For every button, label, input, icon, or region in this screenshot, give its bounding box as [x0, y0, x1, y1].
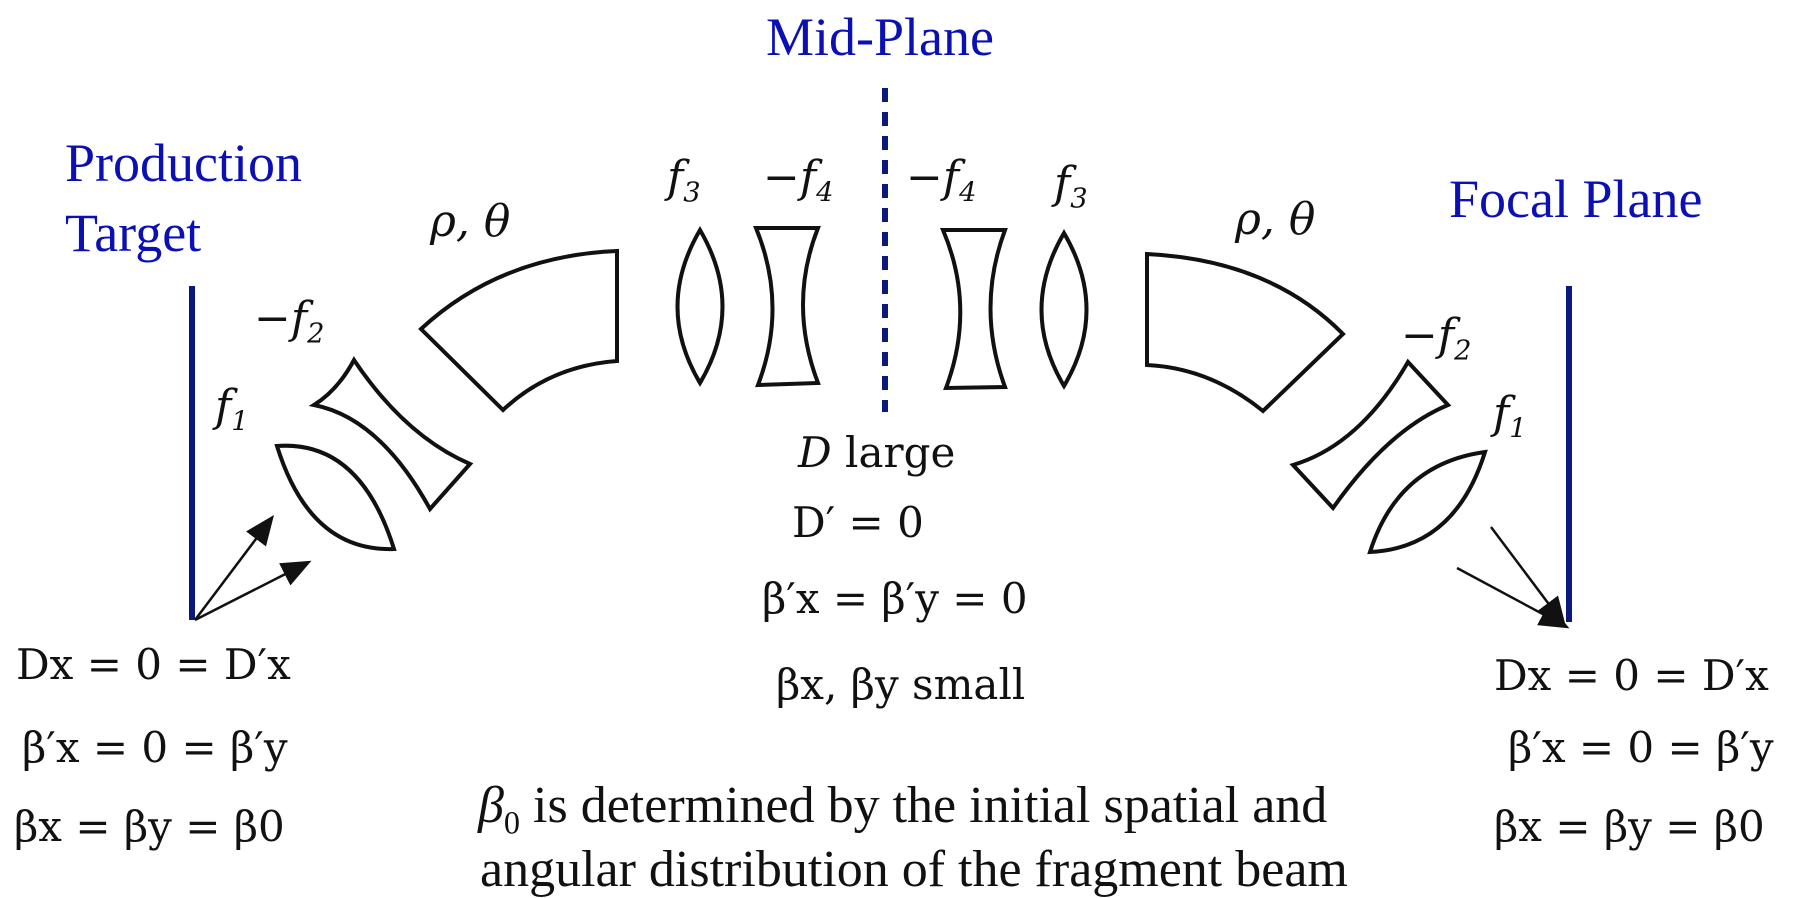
right-f3-subscript: 3: [1070, 183, 1088, 215]
left-condition-1: Dx = 0 = D′x: [16, 640, 291, 689]
production-target-label-line2: Target: [65, 203, 202, 263]
left-f2-lens: [308, 356, 474, 513]
right-condition-1: Dx = 0 = D′x: [1494, 651, 1769, 700]
note-line-1-text: is determined by the initial spatial and: [520, 777, 1328, 834]
right-f3-symbol: f: [1054, 158, 1071, 209]
left-f4-symbol: −f: [763, 152, 817, 203]
left-condition-2: β′x = 0 = β′y: [22, 723, 288, 772]
mid-plane-label: Mid-Plane: [766, 7, 994, 67]
right-f2-symbol: −f: [1401, 310, 1455, 361]
left-f3-symbol: f: [667, 152, 684, 203]
right-f4-lens: [939, 228, 1008, 391]
left-f4-label: −f4: [763, 156, 834, 207]
right-arrow-lower: [1456, 566, 1570, 629]
left-arrow-lower: [194, 560, 312, 622]
note-beta-subscript: 0: [503, 804, 521, 841]
right-f2-lens: [1289, 358, 1452, 512]
center-condition-2: D′ = 0: [792, 498, 924, 547]
right-f2-label: −f2: [1401, 314, 1472, 365]
left-f2-label: −f2: [254, 297, 325, 348]
center-condition-3: β′x = β′y = 0: [762, 574, 1028, 623]
left-f2-symbol: −f: [254, 293, 308, 344]
right-f4-label: −f4: [906, 156, 977, 207]
left-dipole-magnet: [418, 248, 619, 413]
note-line-1: β0 is determined by the initial spatial …: [478, 780, 1327, 839]
left-f1-lens: [274, 443, 397, 552]
right-f3-lens: [1039, 229, 1089, 390]
right-f3-label: f3: [1054, 162, 1088, 213]
note-beta-symbol: β: [478, 777, 504, 834]
note-line-2: angular distribution of the fragment bea…: [480, 841, 1348, 898]
left-dipole-label: ρ, θ: [430, 196, 511, 247]
center-d-text: large: [831, 428, 956, 477]
left-f1-label: f1: [215, 385, 249, 436]
right-f1-subscript: 1: [1509, 413, 1527, 445]
right-f4-symbol: −f: [906, 152, 960, 203]
left-f4-lens: [753, 226, 821, 388]
right-condition-2: β′x = 0 = β′y: [1508, 723, 1774, 772]
center-condition-4: βx, βy small: [776, 660, 1026, 709]
center-d-symbol: D: [798, 428, 832, 477]
left-f3-subscript: 3: [683, 177, 701, 209]
left-f1-subscript: 1: [231, 406, 249, 438]
right-f1-label: f1: [1493, 392, 1527, 443]
production-target-label-line1: Production: [65, 133, 302, 193]
right-f1-symbol: f: [1493, 388, 1510, 439]
left-f3-lens: [675, 226, 725, 387]
center-condition-1: D large: [798, 432, 955, 474]
focal-plane-label: Focal Plane: [1449, 169, 1703, 229]
left-f3-label: f3: [667, 156, 701, 207]
right-f1-lens: [1367, 449, 1488, 555]
left-f4-subscript: 4: [816, 177, 834, 209]
right-arrow-upper: [1490, 526, 1566, 627]
right-condition-3: βx = βy = β0: [1494, 802, 1765, 851]
right-f4-subscript: 4: [959, 177, 977, 209]
left-arrow-upper: [194, 515, 275, 621]
left-f2-subscript: 2: [307, 318, 325, 350]
left-condition-3: βx = βy = β0: [14, 802, 285, 851]
right-f2-subscript: 2: [1454, 335, 1472, 367]
right-dipole-magnet: [1145, 251, 1346, 414]
right-dipole-label: ρ, θ: [1235, 194, 1316, 245]
left-f1-symbol: f: [215, 381, 232, 432]
